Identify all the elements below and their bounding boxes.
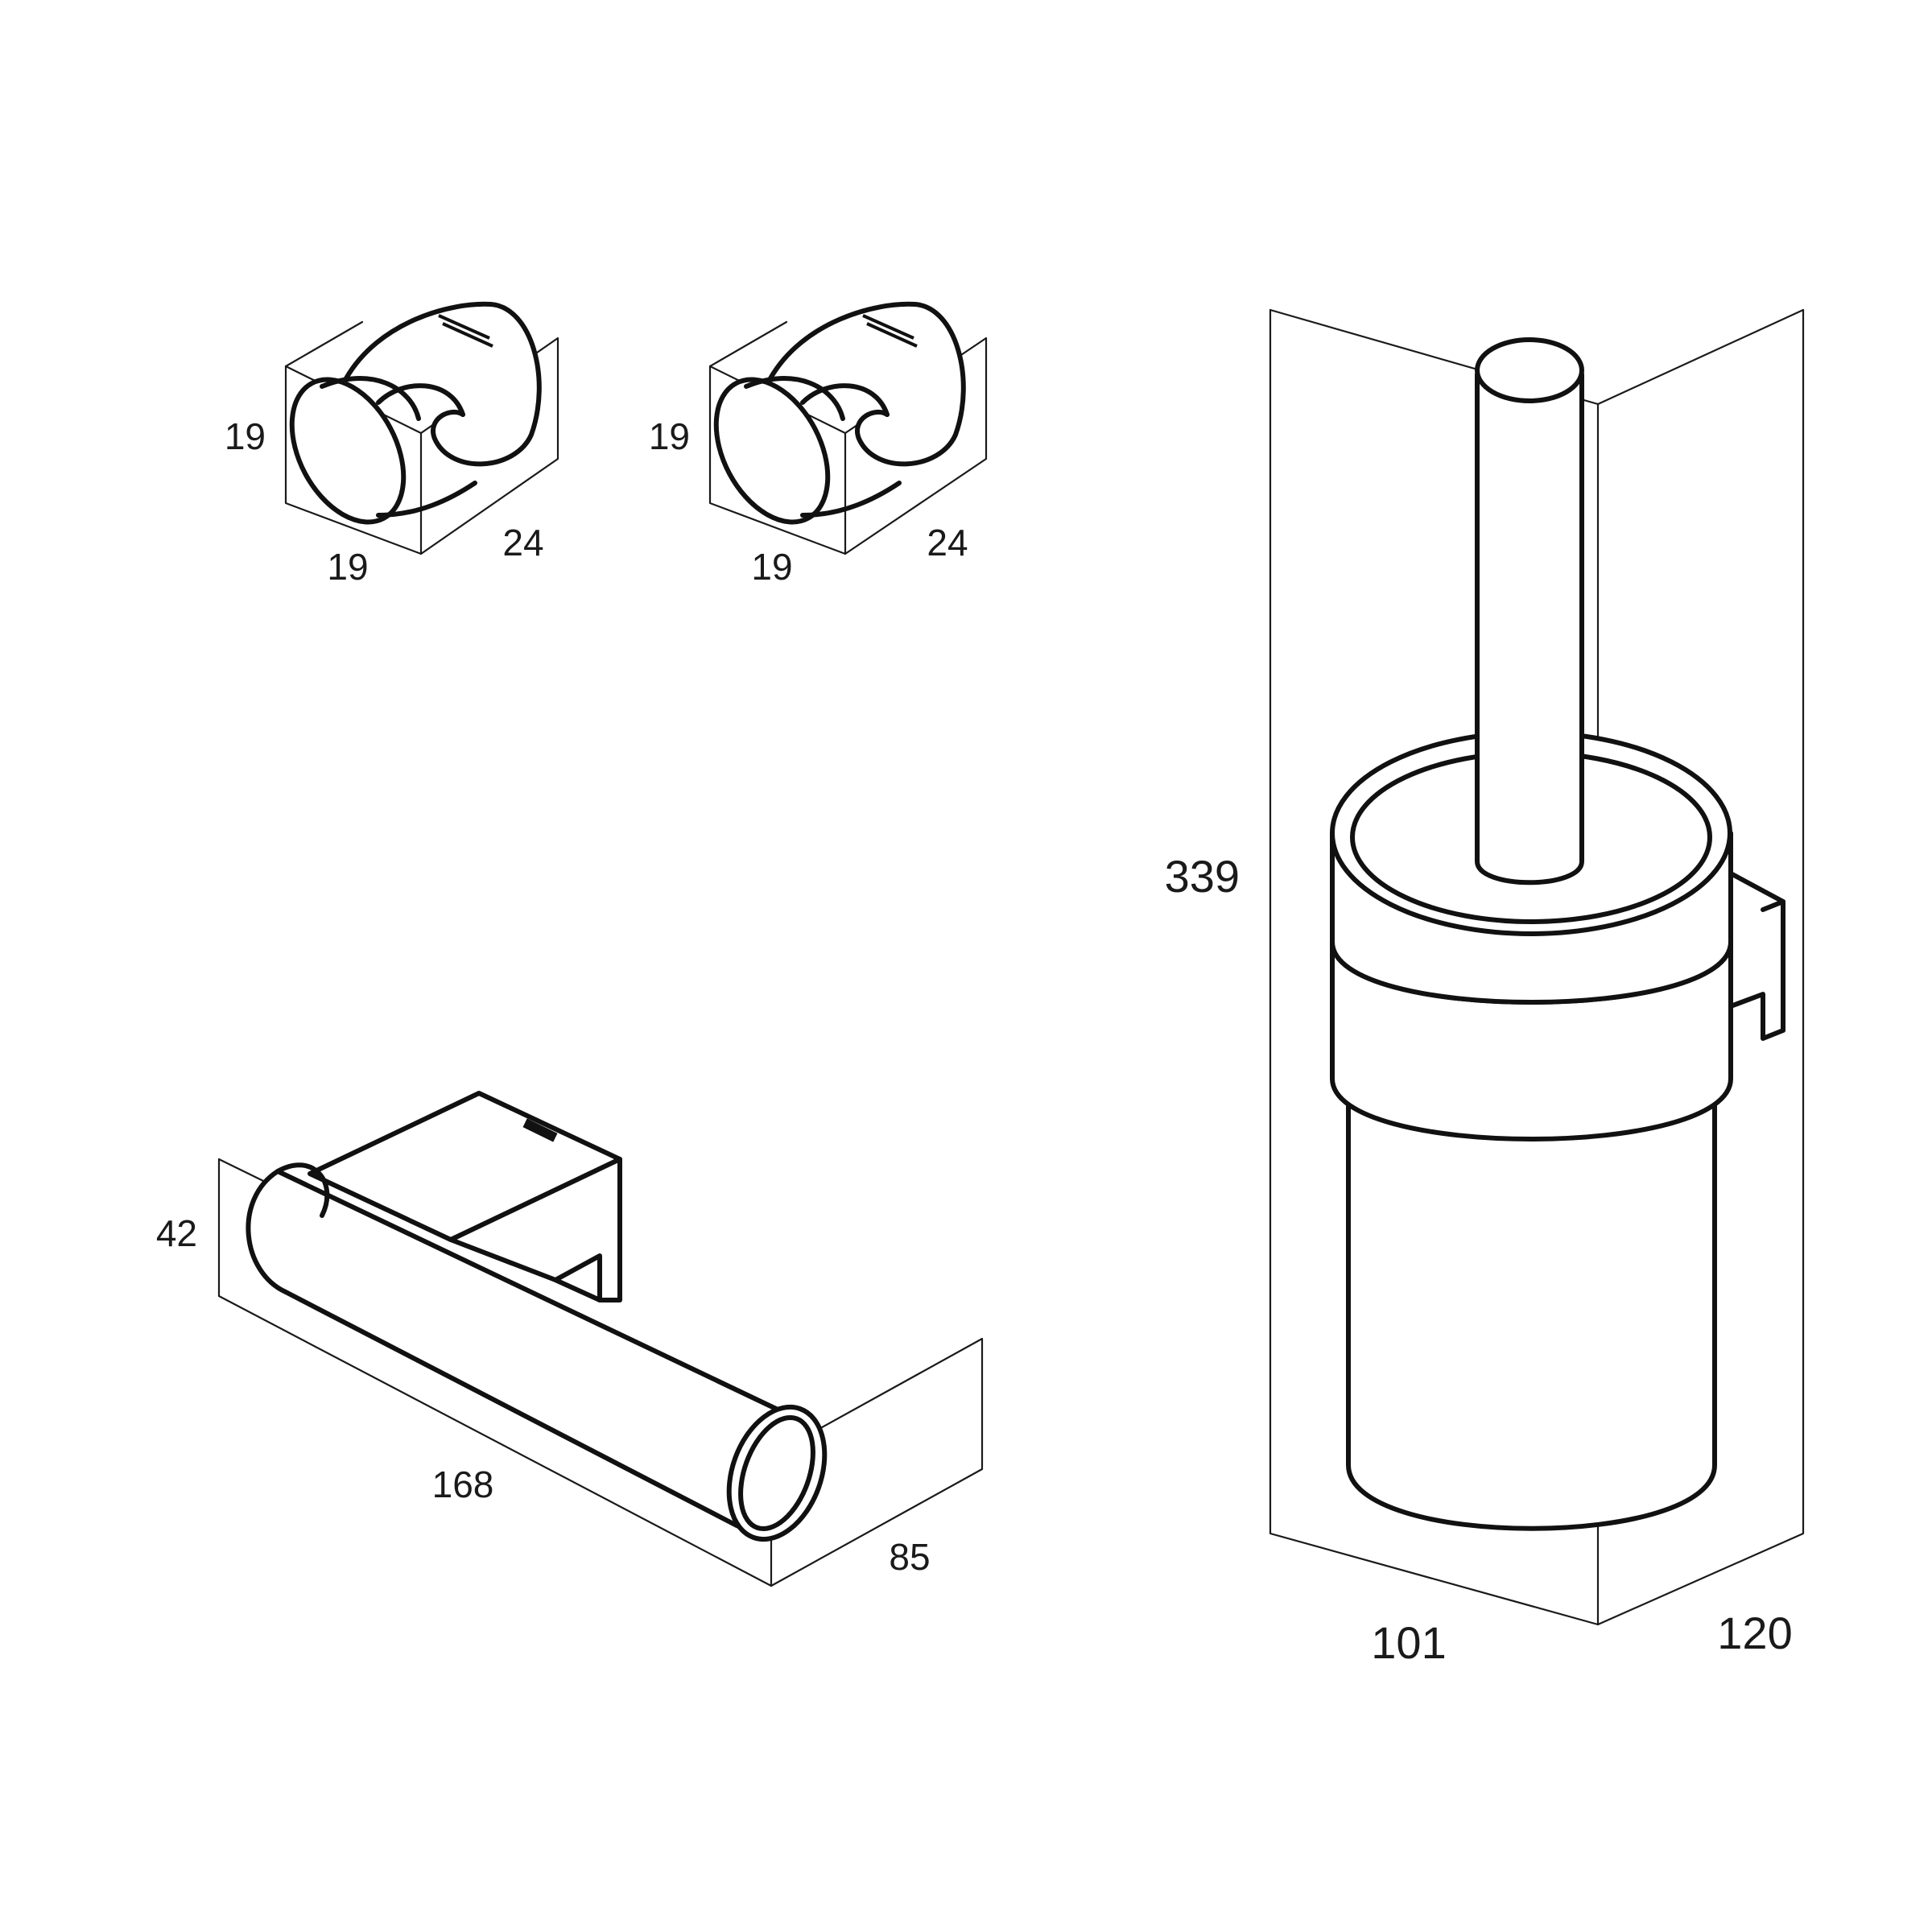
hook-left-body [289, 301, 542, 525]
paper-holder-bar [246, 1162, 828, 1542]
paper-holder-length-label: 168 [432, 1463, 494, 1505]
hook-right-body [713, 301, 966, 525]
hook-left: 19 19 24 [225, 301, 559, 588]
hook-right-width-label: 19 [751, 546, 792, 588]
hook-left-logo [438, 314, 493, 348]
hook-left-height-label: 19 [225, 415, 266, 457]
paper-holder-depth-label: 85 [889, 1536, 930, 1578]
hook-left-width-label: 19 [327, 546, 368, 588]
hook-right-height-label: 19 [649, 415, 690, 457]
hook-left-depth-label: 24 [502, 522, 543, 564]
paper-holder-height-label: 42 [156, 1212, 197, 1254]
brush-holder: 339 101 120 [1165, 308, 1805, 1668]
paper-holder-wall-plate [308, 1091, 622, 1302]
hook-right-depth-label: 24 [927, 522, 968, 564]
hook-right: 19 19 24 [649, 301, 988, 588]
brush-holder-width-label: 101 [1371, 1617, 1446, 1668]
brush-holder-depth-label: 120 [1717, 1608, 1792, 1658]
paper-holder: 42 168 85 [156, 1091, 984, 1587]
brush-holder-handle [1475, 337, 1584, 886]
brush-holder-height-label: 339 [1165, 851, 1240, 902]
brush-holder-bracket [1728, 871, 1785, 1041]
hook-right-logo [862, 314, 918, 348]
